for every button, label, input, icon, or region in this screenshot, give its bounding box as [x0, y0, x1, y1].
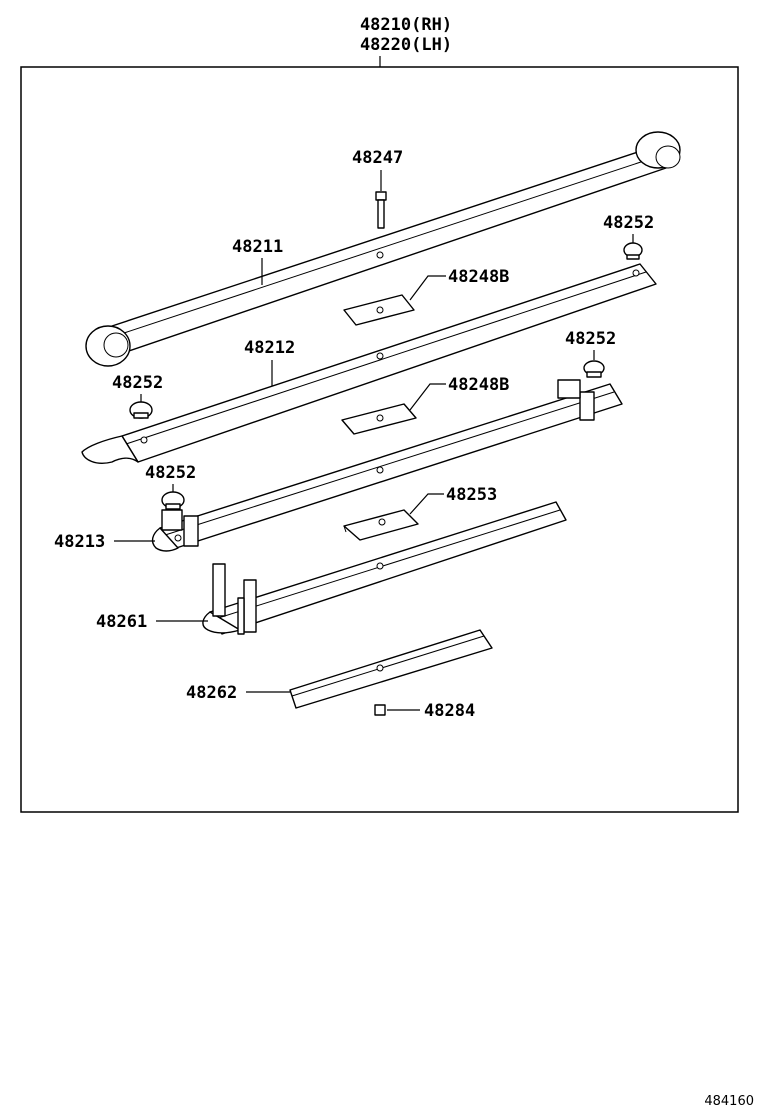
pad-48253[interactable]	[343, 509, 419, 541]
leaf-48213[interactable]	[151, 379, 623, 552]
leaf-48262[interactable]	[289, 629, 493, 709]
leaf-48211[interactable]	[85, 131, 681, 367]
label-48211: 48211	[232, 237, 283, 257]
label-48247: 48247	[352, 148, 403, 168]
label-48212: 48212	[244, 338, 295, 358]
cap-48252-rear-upper[interactable]	[129, 401, 153, 419]
label-48252-front-upper: 48252	[603, 213, 654, 233]
label-48252-rear-upper: 48252	[112, 373, 163, 393]
assembly-number-lh: 48220(LH)	[360, 35, 452, 55]
label-48284: 48284	[424, 701, 475, 721]
assembly-frame	[20, 66, 739, 813]
label-48213: 48213	[54, 532, 105, 552]
cap-48252-front-upper[interactable]	[623, 242, 643, 260]
cap-48252-rear-lower[interactable]	[161, 491, 185, 510]
label-48248B-upper: 48248B	[448, 267, 509, 287]
leaf-48261[interactable]	[202, 501, 567, 635]
bolt-48247[interactable]	[375, 191, 387, 229]
leader-48253	[409, 493, 444, 515]
nut-48284[interactable]	[374, 704, 386, 716]
leader-48248B-lower	[409, 383, 446, 411]
label-48261: 48261	[96, 612, 147, 632]
label-48253: 48253	[446, 485, 497, 505]
leaf-48212[interactable]	[81, 263, 657, 464]
pad-48248B-upper[interactable]	[343, 294, 415, 326]
leader-48248B-upper	[409, 275, 446, 301]
cap-48252-front-lower[interactable]	[583, 360, 605, 378]
assembly-number-rh: 48210(RH)	[360, 15, 452, 35]
label-48252-front-lower: 48252	[565, 329, 616, 349]
label-48248B-lower: 48248B	[448, 375, 509, 395]
label-48262: 48262	[186, 683, 237, 703]
diagram-ref-code: 484160	[704, 1094, 754, 1109]
label-48252-rear-lower: 48252	[145, 463, 196, 483]
pad-48248B-lower[interactable]	[341, 403, 417, 435]
